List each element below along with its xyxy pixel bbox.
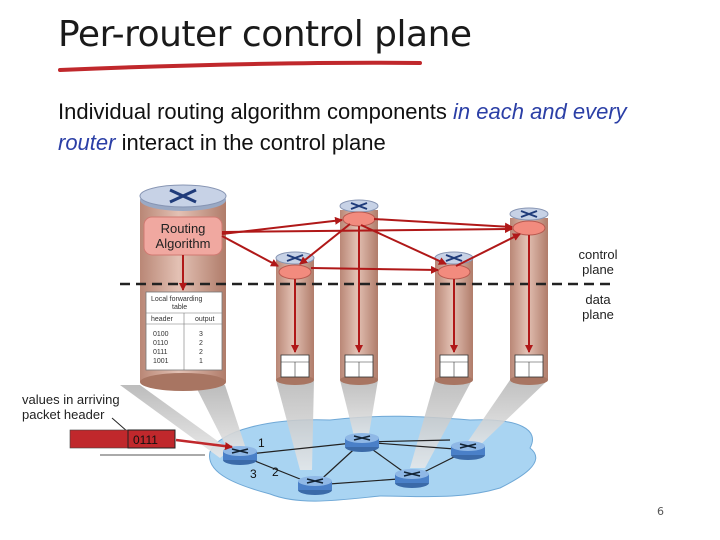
beam-1b <box>195 385 248 458</box>
port-1-label: 1 <box>258 436 265 450</box>
beam-4 <box>410 380 472 468</box>
fwd-row-output: 2 <box>199 349 203 356</box>
network-cloud <box>209 415 537 502</box>
routing-algorithm-line-1: Routing <box>160 221 206 236</box>
subtitle-part1: Individual routing algorithm components <box>58 99 454 124</box>
beam-1 <box>120 385 230 458</box>
beam-3 <box>340 380 378 440</box>
fwd-row-header: 0100 <box>153 331 169 338</box>
packet-arrow <box>175 438 233 451</box>
subtitle-emphasis-2: router <box>58 130 116 155</box>
beam-2 <box>276 380 314 470</box>
fwd-row-header: 0111 <box>153 349 168 356</box>
subtitle: Individual routing algorithm components … <box>58 96 698 158</box>
page-title: Per-router control plane <box>58 14 472 55</box>
packet-value: 0111 <box>133 433 158 447</box>
header-pointer <box>111 417 129 433</box>
arriving-header-line-2: packet header <box>22 407 105 422</box>
fwd-table-title-1: Local forwarding <box>151 296 202 303</box>
fwd-col-output: output <box>195 316 215 323</box>
packet-header <box>127 429 176 449</box>
routing-algorithm-label: Routing Algorithm <box>144 221 222 251</box>
fwd-col-header: header <box>151 316 173 323</box>
subtitle-emphasis-1: in each and every <box>453 99 627 124</box>
fwd-row-output: 3 <box>199 331 203 338</box>
control-plane-label: control plane <box>570 247 626 277</box>
fwd-row-header: 1001 <box>153 358 169 365</box>
install-table-arrows <box>179 226 533 353</box>
arriving-header-line-1: values in arriving <box>22 392 120 407</box>
port-2-label: 2 <box>272 465 279 479</box>
router-big <box>139 184 227 391</box>
data-plane-label: data plane <box>570 292 626 322</box>
forwarding-table: Local forwarding table header output 010… <box>151 296 215 365</box>
page-number: 6 <box>657 505 664 518</box>
subtitle-part2: interact in the control plane <box>115 130 386 155</box>
fwd-row-output: 2 <box>199 340 203 347</box>
port-3-label: 3 <box>250 467 257 481</box>
fwd-row-output: 1 <box>199 358 203 365</box>
routing-algorithm-line-2: Algorithm <box>155 236 211 251</box>
arriving-header-label: values in arriving packet header <box>22 392 142 422</box>
network-router-icons <box>223 433 485 495</box>
data-plane-line-1: data <box>585 292 611 307</box>
control-plane-line-2: plane <box>582 262 614 277</box>
beam-5 <box>462 380 548 450</box>
control-plane-arrows <box>221 216 521 274</box>
fwd-table-title-2: table <box>172 304 187 311</box>
data-plane-line-2: plane <box>582 307 614 322</box>
control-plane-line-1: control <box>578 247 618 262</box>
title-underline <box>58 60 422 72</box>
fwd-row-header: 0110 <box>153 340 168 347</box>
